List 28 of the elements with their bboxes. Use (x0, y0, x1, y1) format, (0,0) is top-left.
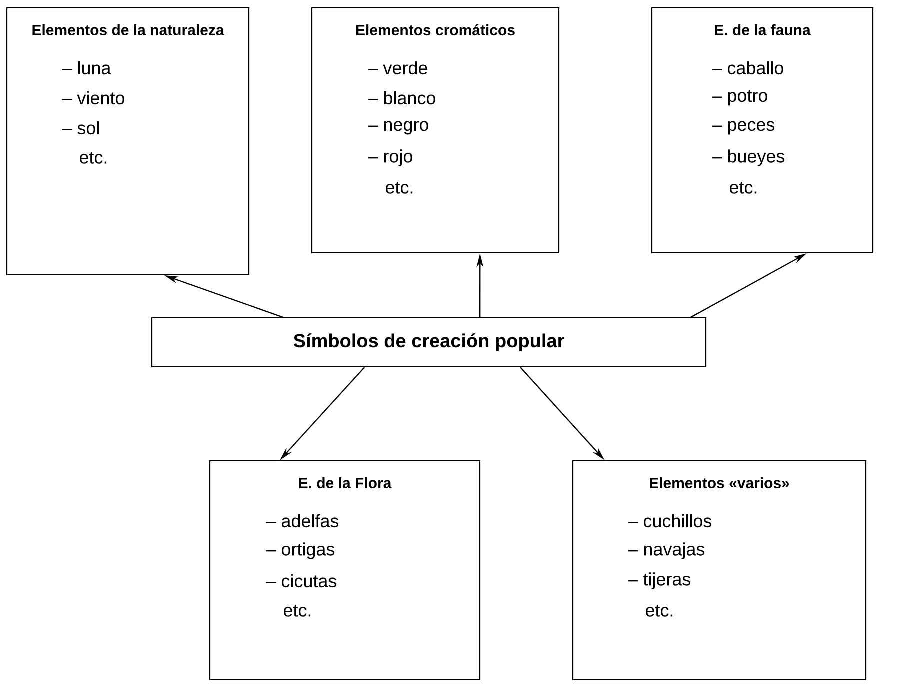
list-item: – cuchillos (628, 514, 712, 528)
list-item: etc. (284, 605, 311, 617)
list-item: etc. (386, 182, 413, 194)
list-item: – peces (712, 121, 775, 135)
heading: E. de la fauna (715, 24, 811, 36)
heading: Elementos «varios» (650, 477, 790, 488)
list-item: – ortigas (266, 542, 335, 560)
list-item: – tijeras (628, 572, 691, 590)
heading: Elementos de la naturaleza (32, 24, 224, 36)
list-item: – sol (62, 121, 99, 135)
heading: E. de la Flora (299, 477, 392, 488)
list-item: – navajas (628, 542, 705, 560)
list-item: etc. (646, 605, 673, 617)
list-item: – caballo (712, 61, 784, 75)
list-item: – blanco (368, 91, 436, 105)
list-item: – verde (368, 61, 428, 75)
list-item: – rojo (368, 150, 412, 166)
list-item: – bueyes (712, 150, 785, 166)
list-item: – luna (62, 61, 112, 75)
list-item: – adelfas (266, 514, 339, 528)
heading: Símbolos de creación popular (294, 334, 564, 352)
list-item: – potro (712, 90, 768, 106)
list-item: etc. (80, 152, 107, 164)
list-item: – cicutas (266, 574, 337, 588)
list-item: – viento (62, 91, 124, 105)
heading: Elementos cromáticos (356, 24, 515, 36)
list-item: – negro (368, 121, 428, 135)
list-item: etc. (730, 182, 757, 194)
